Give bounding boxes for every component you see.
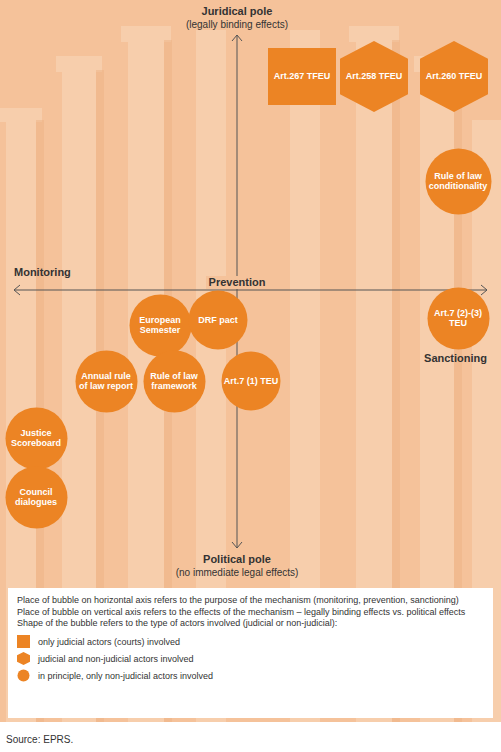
legend-row: judicial and non-judicial actors involve… [17, 650, 484, 667]
legend-row: in principle, only non-judicial actors i… [17, 667, 484, 684]
non-judicial-circle: European Semester [129, 294, 192, 357]
legend-description: Place of bubble on vertical axis refers … [17, 607, 484, 619]
bubble-text-block: European Semester [133, 315, 188, 336]
bubble-label: Art.267 TFEU [273, 71, 331, 81]
legend-rows: only judicial actors (courts) involved ju… [17, 633, 484, 684]
column-illustration [0, 26, 501, 722]
mixed-hexagon: Art.260 TFEU [420, 41, 488, 112]
bubble-fill [340, 41, 408, 112]
legend-description: Shape of the bubble refers to the type o… [17, 618, 484, 630]
axis-lines [14, 35, 487, 548]
court-square: Art.267 TFEU [268, 48, 336, 105]
bubble-fill [222, 352, 281, 411]
pole-label: Political pole [203, 553, 271, 566]
bubble-label: Art.7 (1) TEU [224, 376, 279, 386]
non-judicial-circle: Art.7 (2)-(3) TEU [427, 287, 490, 350]
bubble-label: Annual rule of law report [79, 371, 134, 392]
svg-polyline [232, 35, 242, 41]
bubble-fill [18, 670, 30, 682]
mixed-hexagon: Art.258 TFEU [340, 41, 408, 112]
bubble-text-block: Annual rule of law report [79, 371, 134, 392]
bubble-fill [425, 148, 491, 214]
background-ground [0, 0, 501, 722]
source-caption: Source: EPRS. [6, 734, 73, 745]
pole-note: (no immediate legal effects) [176, 567, 299, 579]
bubble-label: European Semester [133, 315, 188, 336]
bubble-fill [17, 635, 30, 648]
bubble-text-block: Art.267 TFEU [273, 71, 331, 81]
legend-icon [17, 635, 30, 648]
legend-text: only judicial actors (courts) involved [38, 637, 180, 647]
legend-text: in principle, only non-judicial actors i… [38, 671, 213, 681]
svg-rect [349, 26, 399, 42]
bubble-text-block: DRF pact [191, 315, 246, 325]
svg-rect [56, 56, 102, 72]
legend-icon [17, 652, 30, 665]
bubble-fill [143, 350, 205, 412]
legend-description: Place of bubble on horizontal axis refer… [17, 595, 484, 607]
bubble-label: Art.258 TFEU [345, 71, 403, 81]
non-judicial-circle: Justice Scoreboard [5, 407, 68, 470]
bubble-fill [5, 466, 67, 528]
bubble-text-block: Art.260 TFEU [425, 71, 483, 81]
bubble-label: Council dialogues [9, 487, 64, 508]
bubble-text-block: Council dialogues [9, 487, 64, 508]
svg-line [14, 290, 487, 291]
legend-box: Place of bubble on horizontal axis refer… [8, 588, 493, 718]
bubble-text-block: Rule of law conditionality [428, 171, 488, 192]
pole-label: Juridical pole [202, 5, 273, 18]
bubble-fill [420, 41, 488, 112]
bubble-fill [189, 291, 248, 350]
non-judicial-circle: Council dialogues [5, 466, 68, 529]
bubble-label: Rule of law framework [147, 371, 202, 392]
svg-rect [121, 26, 171, 42]
legend-text: judicial and non-judicial actors involve… [38, 654, 194, 664]
bubble-fill [268, 48, 336, 105]
bubble-text-block: Art.7 (2)-(3) TEU [431, 308, 486, 329]
bubble-label: Art.260 TFEU [425, 71, 483, 81]
bubble-label: Art.7 (2)-(3) TEU [431, 308, 486, 329]
legend-row: only judicial actors (courts) involved [17, 633, 484, 650]
svg-polyline [14, 285, 20, 295]
bubble-fill [427, 287, 489, 349]
axis-label: Sanctioning [424, 352, 487, 365]
bubble-fill [17, 652, 30, 665]
pole-note: (legally binding effects) [186, 19, 288, 31]
non-judicial-circle: DRF pact [188, 290, 248, 350]
non-judicial-circle: Rule of law conditionality [425, 148, 492, 215]
svg-polyline [481, 285, 487, 295]
bubble-fill [129, 294, 191, 356]
svg-polyline [232, 542, 242, 548]
svg-line [237, 35, 238, 548]
non-judicial-circle: Art.7 (1) TEU [221, 351, 281, 411]
non-judicial-circle: Rule of law framework [143, 350, 206, 413]
non-judicial-circle: Annual rule of law report [75, 350, 138, 413]
bubble-text-block: Art.258 TFEU [345, 71, 403, 81]
bubble-text-block: Justice Scoreboard [9, 428, 64, 449]
bubble-text-block: Rule of law framework [147, 371, 202, 392]
bubble-fill [75, 350, 137, 412]
bubble-text-block: Art.7 (1) TEU [224, 376, 279, 386]
axis-label: Monitoring [14, 266, 71, 279]
bubble-label: DRF pact [191, 315, 246, 325]
bubble-label: Justice Scoreboard [9, 428, 64, 449]
svg-rect [0, 108, 42, 122]
bubble-fill [5, 407, 67, 469]
legend-icon [17, 669, 30, 682]
axis-label: Prevention [206, 276, 269, 289]
bubble-label: Rule of law conditionality [428, 171, 488, 192]
